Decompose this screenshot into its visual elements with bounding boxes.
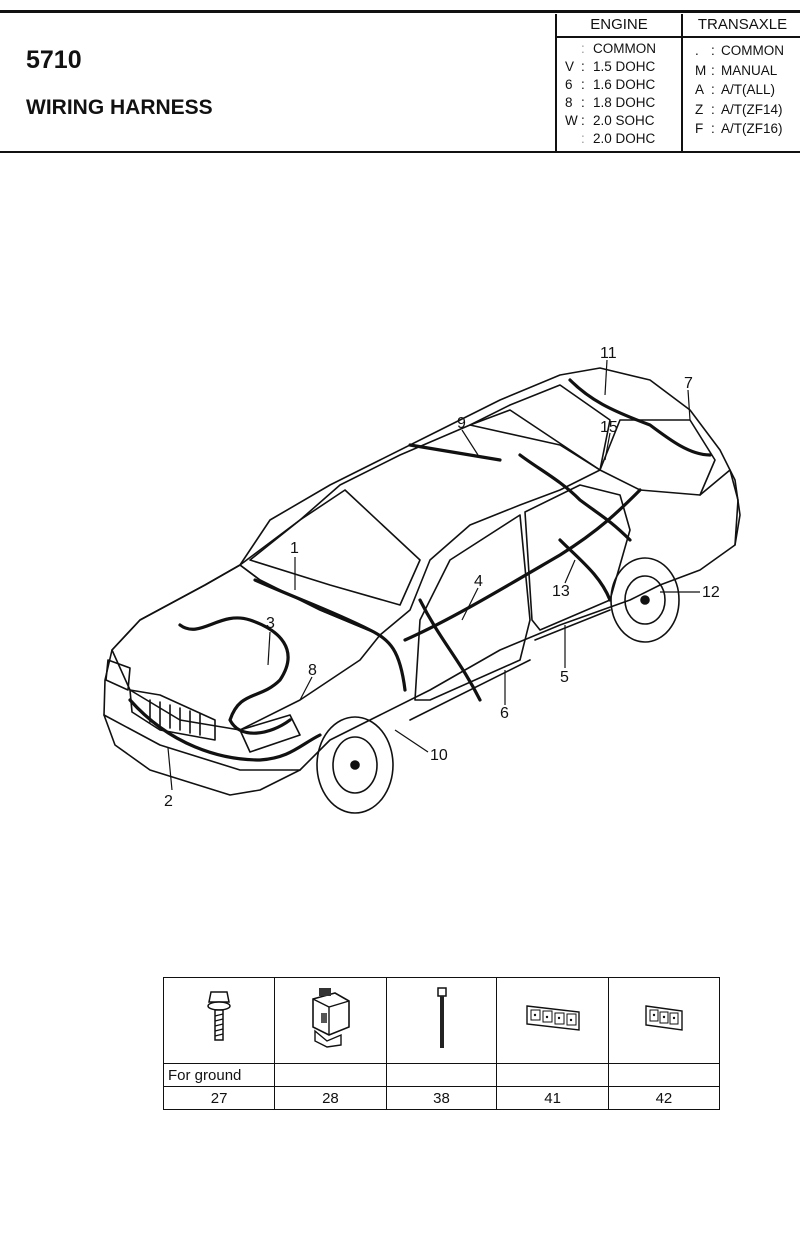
callout-2: 2 [164,793,173,810]
relay-bracket-cell [274,977,387,1064]
callout-12: 12 [702,584,720,601]
engine-code-table: ENGINE :COMMON V:1.5 DOHC 6:1.6 DOHC 8:1… [555,14,683,151]
harness-roof [408,443,502,462]
ground-note: For ground [162,1063,276,1087]
callout-10: 10 [430,747,448,764]
transaxle-code-row: A:A/T(ALL) [695,82,776,97]
car-body-outline [103,367,741,796]
callout-6: 6 [500,705,509,722]
part-number-cell: 42 [607,1086,721,1110]
engine-code-row: W:2.0 SOHC [565,113,655,128]
harness-trunk [568,378,712,457]
transaxle-code-row: M:MANUAL [695,62,778,78]
harness-front-door [418,598,482,702]
hood-outline [111,564,381,731]
header-bottom-rule [0,151,800,153]
grommet-plate-small-cell [607,977,721,1064]
callout-9: 9 [457,415,466,432]
parts-table: For ground 27 28 38 41 42 [162,977,721,1120]
header: 5710 WIRING HARNESS ENGINE :COMMON V:1.5… [0,10,800,154]
transaxle-code-row: F:A/T(ZF16) [695,121,783,136]
front-wheel [316,716,394,814]
engine-code-row: :COMMON [581,41,656,56]
part-number: 5710 [26,46,82,74]
harness-rear-door [558,538,612,602]
callout-13: 13 [552,583,570,600]
car-wiring-diagram: 1 2 3 4 5 6 7 8 9 10 11 12 13 15 [103,345,741,814]
grommet-plate-large-icon [525,1005,580,1031]
engine-heading: ENGINE [557,14,681,38]
part-number-cell: 41 [496,1086,609,1110]
harness-engine-room [178,616,292,735]
transaxle-code-row: Z:A/T(ZF14) [695,101,783,117]
harness-main-dash [253,578,407,692]
transaxle-code-table: TRANSAXLE .:COMMON M:MANUAL A:A/T(ALL) Z… [681,14,800,151]
part-number-cell: 27 [162,1086,276,1110]
callout-7: 7 [684,375,693,392]
cable-tie-icon [436,987,447,1048]
callout-4: 4 [474,573,483,590]
callout-15: 15 [600,419,618,436]
windshield-outline [249,489,421,606]
callout-8: 8 [308,662,317,679]
part-number-cell: 28 [274,1086,387,1110]
front-door-outline [414,514,531,701]
grille-outline [129,689,216,741]
headlight-right [239,714,301,753]
grommet-plate-large-cell [496,977,609,1064]
cable-tie-cell [385,977,498,1064]
page-title: WIRING HARNESS [26,96,213,119]
transaxle-heading: TRANSAXLE [683,14,800,38]
rear-window-outline [469,384,611,471]
callout-5: 5 [560,669,569,686]
callout-1: 1 [290,540,299,557]
headlight-left [105,659,131,691]
engine-code-row: :2.0 DOHC [581,131,656,146]
harness-floor [403,488,642,642]
grommet-plate-small-icon [645,1005,683,1031]
callout-3: 3 [266,615,275,632]
harness-body-rear [518,453,632,542]
part-number-cell: 38 [385,1086,498,1110]
header-top-rule [0,10,800,13]
ground-bolt-cell [162,977,276,1064]
relay-bracket-icon [312,988,351,1048]
harness-front [128,698,322,762]
front-bumper [103,714,301,771]
transaxle-code-row: .:COMMON [695,43,784,58]
engine-code-row: 6:1.6 DOHC [565,77,656,92]
engine-code-row: 8:1.8 DOHC [565,95,656,110]
callout-11: 11 [600,345,617,362]
ground-bolt-icon [207,991,231,1041]
engine-code-row: V:1.5 DOHC [565,59,656,74]
rear-door-outline [524,484,631,631]
